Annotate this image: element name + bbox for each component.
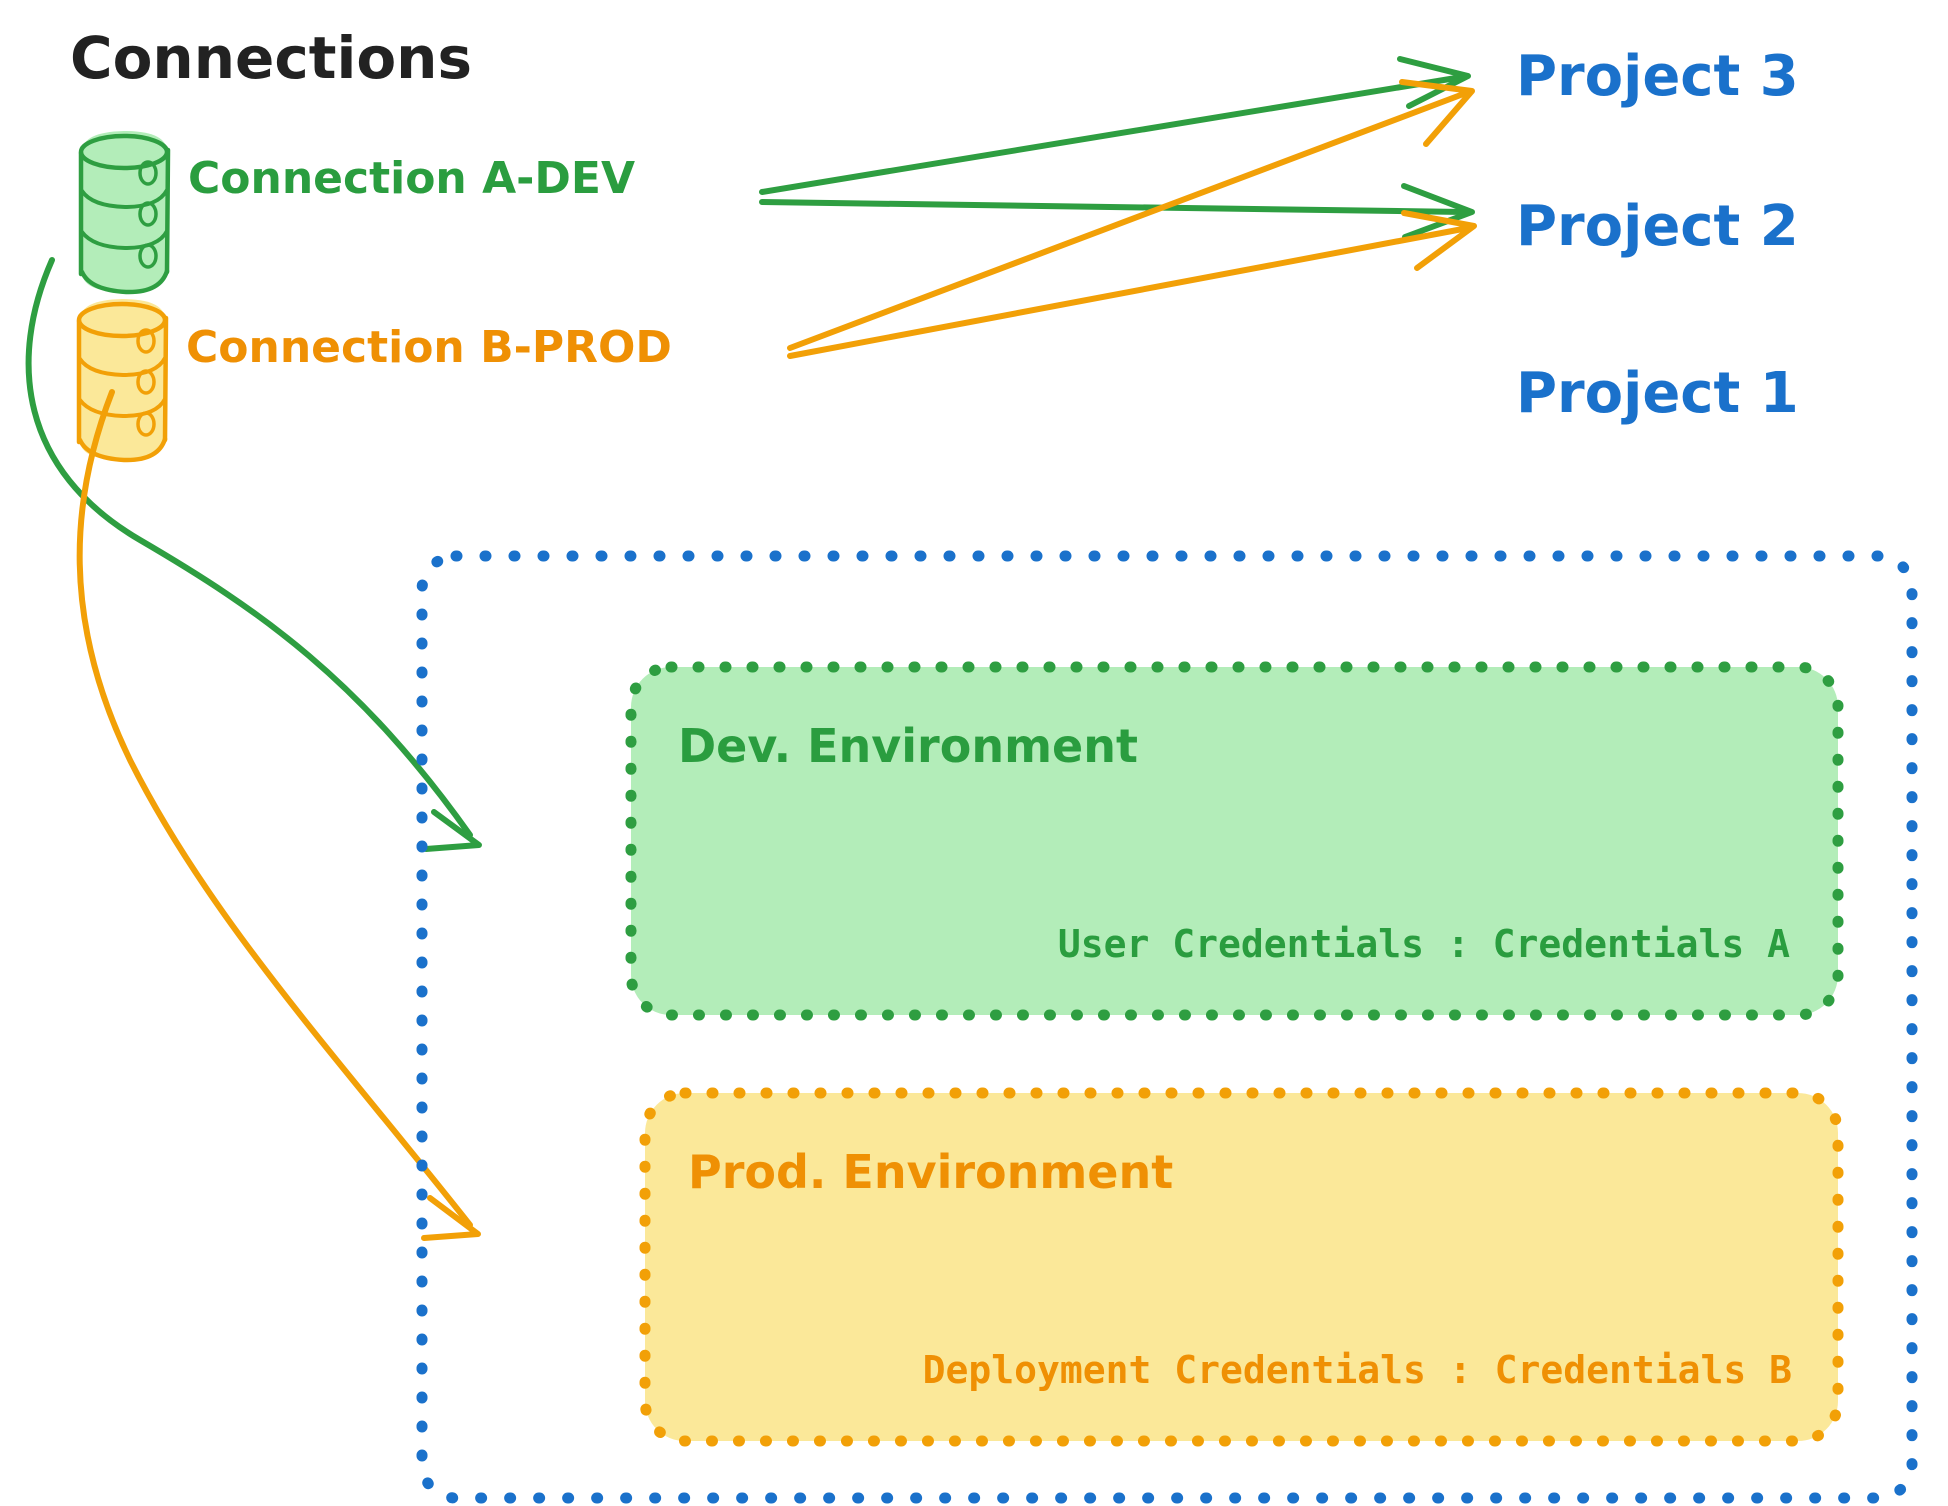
edge-a-dev-to-project-2 bbox=[759, 183, 1475, 240]
edge-a-dev-to-project-3 bbox=[759, 56, 1471, 195]
page-title: Connections bbox=[70, 24, 472, 92]
dev-environment-box[interactable]: Dev. Environment User Credentials : Cred… bbox=[625, 661, 1844, 1021]
project-2-label[interactable]: Project 2 bbox=[1516, 194, 1799, 259]
prod-environment-credentials: Deployment Credentials : Credentials B bbox=[923, 1348, 1792, 1392]
project-1-container bbox=[416, 550, 1918, 1504]
edge-b-prod-to-prod-environment bbox=[76, 389, 481, 1241]
prod-environment-title: Prod. Environment bbox=[688, 1145, 1173, 1199]
edge-b-prod-to-project-3 bbox=[787, 79, 1475, 351]
prod-environment-box[interactable]: Prod. Environment Deployment Credentials… bbox=[639, 1087, 1844, 1447]
connection-b-prod-label[interactable]: Connection B-PROD bbox=[186, 322, 672, 373]
database-icon-a-dev bbox=[78, 131, 171, 295]
project-1-label[interactable]: Project 1 bbox=[1516, 361, 1799, 426]
edge-a-dev-to-dev-environment bbox=[25, 257, 482, 852]
project-3-label[interactable]: Project 3 bbox=[1516, 44, 1799, 109]
dev-environment-title: Dev. Environment bbox=[678, 719, 1138, 773]
dev-environment-credentials: User Credentials : Credentials A bbox=[1058, 922, 1790, 966]
edge-b-prod-to-project-2 bbox=[787, 210, 1477, 359]
connection-a-dev-label[interactable]: Connection A-DEV bbox=[188, 153, 635, 204]
database-icon-b-prod bbox=[76, 299, 169, 463]
